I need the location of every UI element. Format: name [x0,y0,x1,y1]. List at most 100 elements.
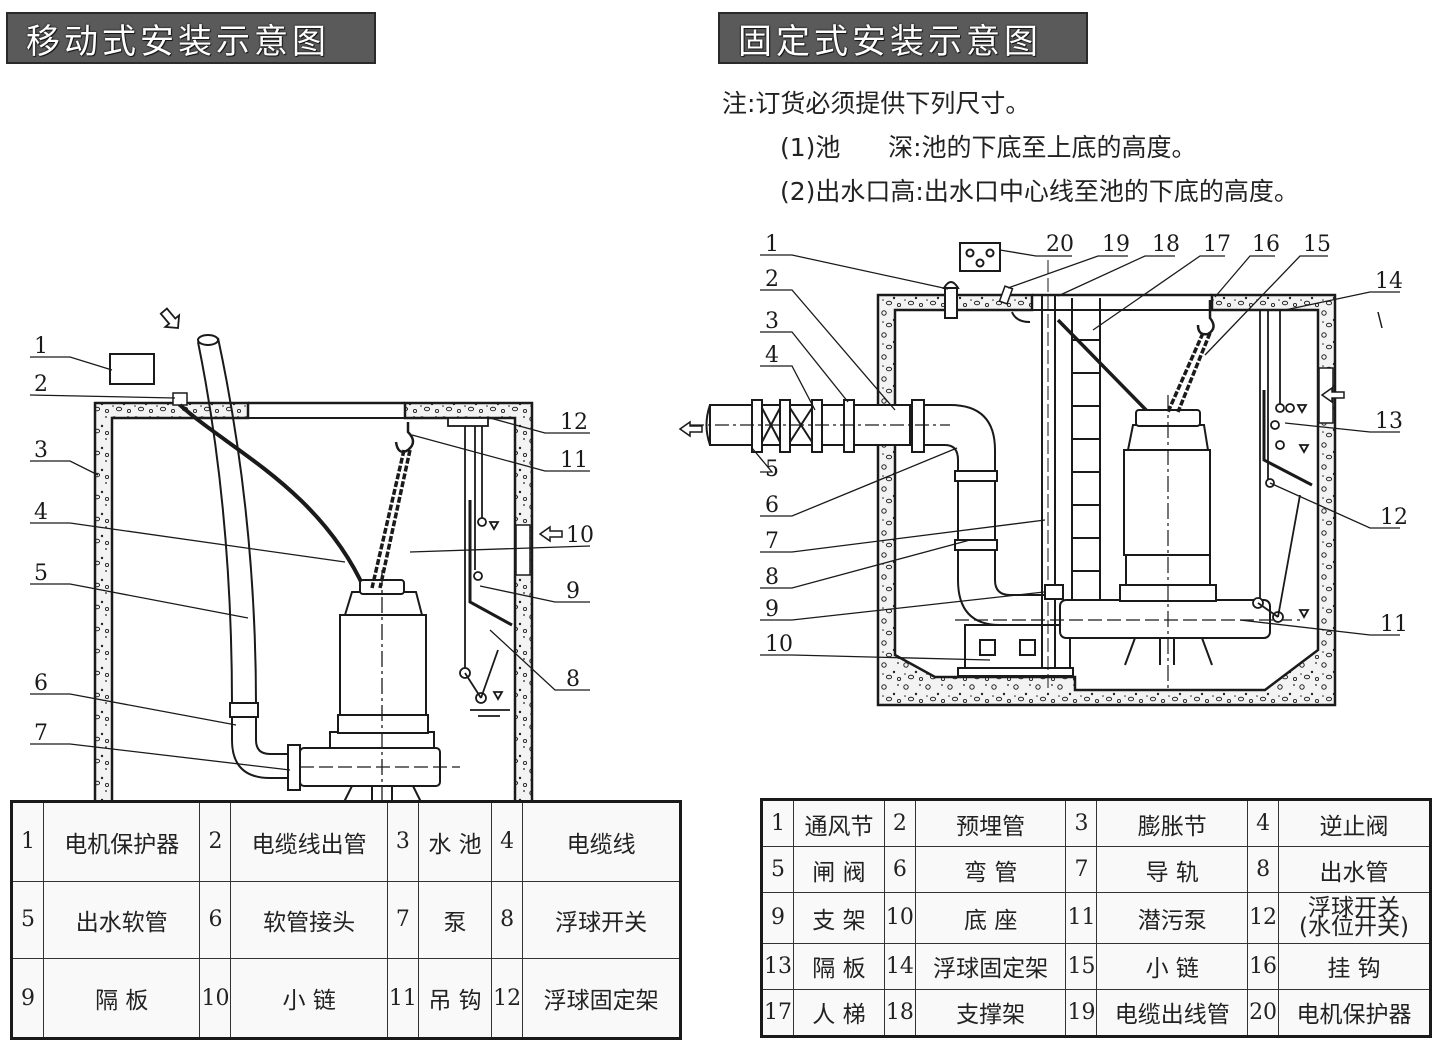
note-heading: 注:订货必须提供下列尺寸。 [722,89,1031,118]
submersible-sewage-pump [955,395,1300,690]
pump [287,570,460,820]
callout-14: 14 [1375,269,1403,294]
table-row: 1 电机保护器 2 电缆线出管 3 水 池 4 电缆线 [11,801,681,882]
table-row: 13 隔 板 14 浮球固定架 15 小 链 16 挂 钩 [761,943,1431,990]
legend-number: 2 [883,798,916,848]
legend-label: 支 架 [793,891,885,945]
callout-labels: 1 2 3 4 5 6 7 8 9 10 11 12 [34,334,594,746]
legend-table-mobile: 1 电机保护器 2 电缆线出管 3 水 池 4 电缆线 5 出水软管 6 软管接… [10,800,682,1040]
callout-1: 1 [765,232,779,257]
legend-label: 浮球开关 (水位开关) [1278,891,1431,945]
legend-number: 5 [11,880,44,960]
callout-12: 12 [560,410,588,435]
legend-number: 3 [1065,798,1098,848]
flexible-hose [197,334,290,779]
legend-number: 13 [761,943,794,990]
legend-label: 浮球开关 [522,880,681,960]
callout-labels: 1 2 3 4 5 6 7 8 9 10 11 12 13 14 15 16 1… [765,232,1408,657]
callout-13: 13 [1375,409,1403,434]
legend-label: 电缆线 [522,801,681,882]
callout-15: 15 [1303,232,1331,257]
callout-3: 3 [34,438,48,463]
callout-4: 4 [34,500,48,525]
legend-label: 出水管 [1278,846,1431,893]
outflow-arrow-icon [159,307,181,329]
lifting-hook-and-chain [370,422,415,589]
legend-number: 7 [386,880,419,960]
callout-10: 10 [765,632,793,657]
legend-label: 水 池 [417,801,493,882]
callout-20: 20 [1046,232,1074,257]
float-switch-assembly [1252,310,1313,623]
legend-label: 出水软管 [42,880,201,960]
legend-number: 9 [761,891,794,945]
legend-number: 2 [199,801,232,882]
legend-number: 4 [491,801,524,882]
legend-label: 小 链 [1096,943,1249,990]
callout-2: 2 [765,267,779,292]
pool-walls [876,293,1337,707]
legend-label: 吊 钩 [417,958,493,1039]
legend-label: 电机保护器 [42,801,201,882]
legend-label: 潜污泵 [1096,891,1249,945]
legend-number: 1 [761,798,794,848]
callout-18: 18 [1152,232,1180,257]
note-item-outlet-height: (2)出水口高:出水口中心线至池的下底的高度。 [780,177,1299,206]
table-row: 9 隔 板 10 小 链 11 吊 钩 12 浮球固定架 [11,958,681,1039]
legend-label: 浮球固定架 [914,943,1067,990]
callout-3: 3 [765,309,779,334]
legend-number: 5 [761,846,794,893]
legend-label: 软管接头 [230,880,388,960]
legend-number: 3 [386,801,419,882]
callout-9: 9 [765,597,779,622]
legend-number: 8 [1247,846,1280,893]
callout-19: 19 [1102,232,1130,257]
legend-label: 浮球固定架 [522,958,681,1039]
callout-6: 6 [765,493,779,518]
legend-number: 10 [883,891,916,945]
callout-12: 12 [1380,505,1408,530]
legend-number: 9 [11,958,44,1039]
callout-7: 7 [34,721,48,746]
legend-label: 导 轨 [1096,846,1249,893]
callout-5: 5 [765,457,779,482]
callout-8: 8 [566,667,580,692]
legend-label: 电机保护器 [1278,988,1431,1038]
mobile-installation-diagram: 1 2 3 4 5 6 7 8 9 10 11 12 [29,307,594,830]
legend-label: 小 链 [230,958,388,1039]
legend-label-line2: (水位开关) [1299,913,1409,940]
legend-number: 7 [1065,846,1098,893]
power-cable [1056,318,1150,414]
fixed-installation-diagram: 1 2 3 4 5 6 7 8 9 10 11 12 13 14 15 16 1… [678,232,1408,707]
motor-protector-box [959,242,1001,272]
legend-label: 底 座 [914,891,1067,945]
table-row: 17 人 梯 18 支撑架 19 电缆出线管 20 电机保护器 [761,988,1431,1038]
callout-2: 2 [34,372,48,397]
legend-label: 弯 管 [914,846,1067,893]
callout-6: 6 [34,671,48,696]
legend-label-line1: 浮球开关 [1308,894,1401,921]
legend-label: 通风节 [793,798,885,848]
callout-11: 11 [560,448,588,473]
table-row: 9 支 架 10 底 座 11 潜污泵 12 浮球开关 (水位开关) [761,891,1431,945]
legend-number: 8 [491,880,524,960]
note-item-pool-depth: (1)池 深:池的下底至上底的高度。 [780,133,1197,162]
legend-label: 闸 阀 [793,846,885,893]
vent-pipe [942,281,960,319]
legend-number: 17 [761,988,794,1038]
table-row: 5 闸 阀 6 弯 管 7 导 轨 8 出水管 [761,846,1431,893]
table-row: 5 出水软管 6 软管接头 7 泵 8 浮球开关 [11,880,681,960]
table-row: 1 通风节 2 预埋管 3 膨胀节 4 逆止阀 [761,798,1431,848]
legend-number: 12 [1247,891,1280,945]
callout-9: 9 [566,579,580,604]
legend-label: 隔 板 [793,943,885,990]
leader-lines [751,249,1400,661]
legend-label: 电缆出线管 [1096,988,1249,1038]
callout-17: 17 [1203,232,1231,257]
legend-number: 12 [491,958,524,1039]
callout-5: 5 [34,561,48,586]
legend-label: 泵 [417,880,493,960]
legend-label: 挂 钩 [1278,943,1431,990]
legend-label: 人 梯 [793,988,885,1038]
callout-4: 4 [765,343,779,368]
